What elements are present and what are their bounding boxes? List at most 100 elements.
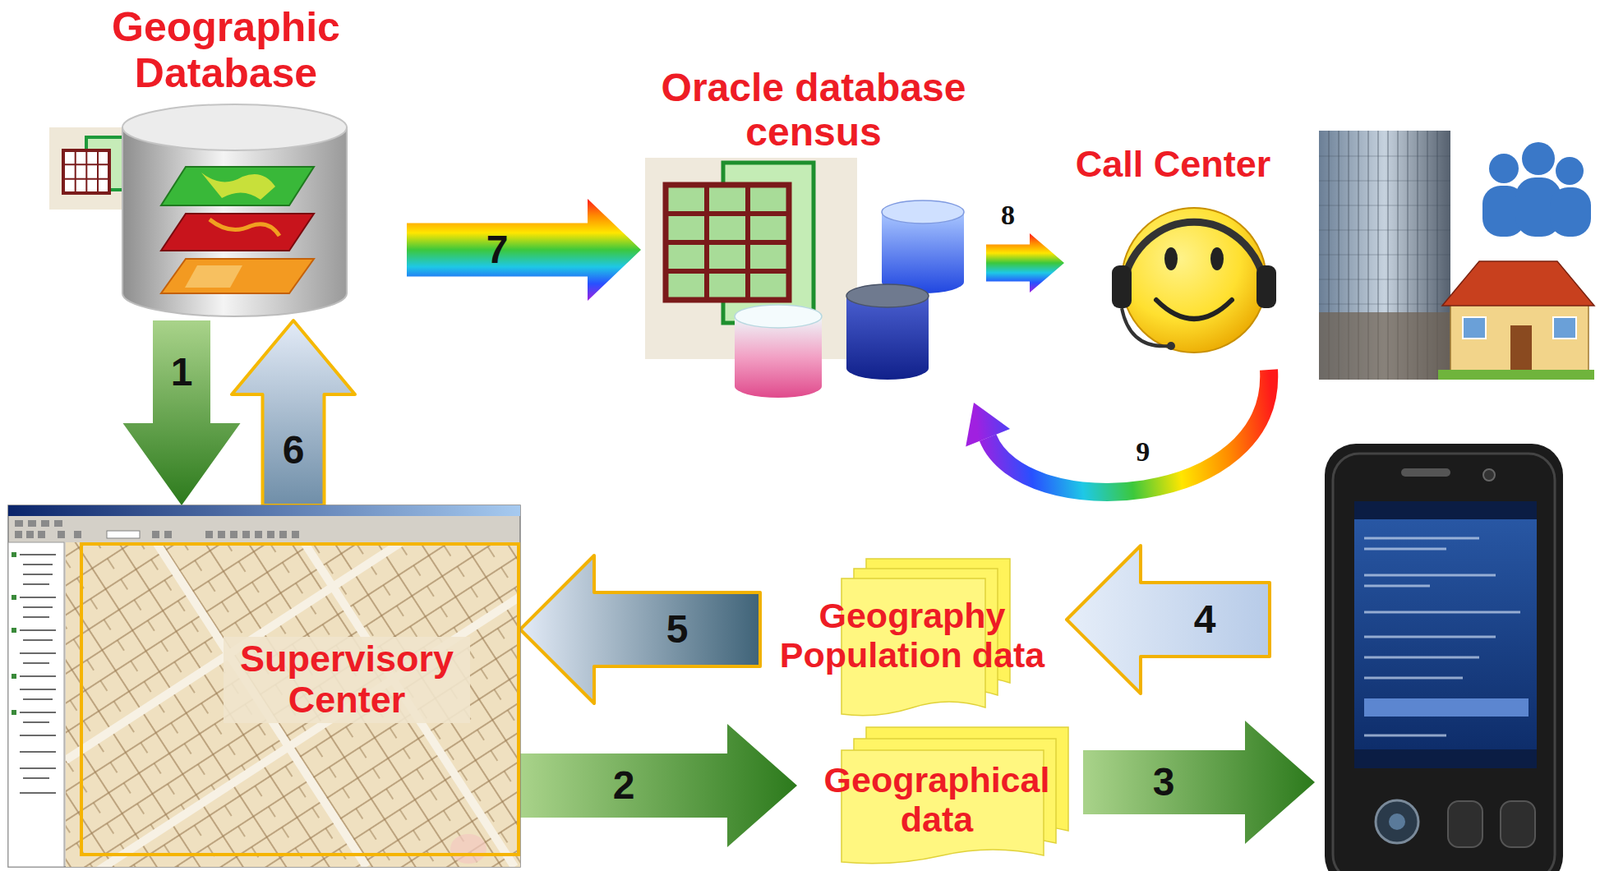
gis-map-screenshot: [57, 530, 65, 539]
mobile-device: [1447, 801, 1483, 848]
census-database-icon: [881, 212, 964, 294]
gis-map-screenshot: [267, 530, 275, 539]
gis-map-screenshot: [11, 627, 17, 633]
smiley-headset-icon: [1166, 341, 1176, 351]
office-tower: [1318, 312, 1451, 380]
callout-number: 4: [1194, 599, 1217, 640]
mobile-device: [1354, 501, 1537, 520]
database-icon: [209, 219, 280, 236]
database-icon: [161, 258, 314, 294]
text-slot: Oracle database census: [645, 65, 983, 155]
text-slot: Geography Population data: [768, 595, 1056, 675]
mobile-device: [1375, 800, 1419, 844]
house: [1442, 261, 1595, 306]
mobile-device: [1388, 813, 1406, 830]
database-icon: [122, 127, 347, 317]
mobile-device: [1364, 698, 1529, 717]
gis-map-screenshot: [41, 520, 50, 527]
flow-arrow: [520, 723, 798, 848]
gis-map-screenshot: [106, 530, 140, 539]
flow-arrow: [520, 555, 761, 704]
callout-number: 1: [170, 352, 194, 392]
database-icon: [63, 150, 110, 194]
node-title: Geographical data: [801, 760, 1073, 840]
flow-arrow: [406, 198, 641, 301]
census-database-icon: [846, 295, 929, 380]
mobile-device: [1324, 443, 1564, 871]
gis-map-screenshot: [152, 530, 160, 539]
arrow-shape: [520, 555, 761, 704]
flow-arrow: [231, 320, 356, 506]
gis-map-screenshot: [65, 596, 521, 867]
arrow-shape: [986, 233, 1065, 293]
smiley-headset-icon: [1210, 247, 1224, 271]
callout-number: 3: [1152, 762, 1176, 803]
gis-map-screenshot: [26, 530, 34, 539]
flow-arrow: [965, 369, 1269, 493]
gis-map-screenshot: [37, 530, 46, 539]
people-silhouette: [1555, 156, 1584, 185]
node-title: Geographic Database: [69, 4, 383, 97]
census-database-node: Oracle database census: [640, 65, 987, 403]
gis-map-screenshot: [11, 673, 17, 679]
arrow-head: [965, 402, 1010, 448]
gis-map-screenshot: [279, 530, 287, 539]
house: [1438, 369, 1595, 380]
gis-map-screenshot: [230, 530, 238, 539]
mobile-device: [1401, 468, 1451, 477]
office-tower: [1318, 156, 1451, 305]
gis-map-screenshot: [65, 542, 521, 761]
node-title: Geography Population data: [768, 595, 1056, 675]
office-tower: [1318, 130, 1451, 380]
smiley-headset-icon: [1164, 247, 1178, 271]
callout-number: 6: [282, 430, 305, 471]
gis-map-screenshot: [291, 530, 300, 539]
gis-map-screenshot: [164, 530, 172, 539]
text-slot: Geographical data: [801, 760, 1073, 840]
gis-map-screenshot: [11, 594, 17, 600]
people-silhouette: [1482, 142, 1591, 237]
text-slot: Geographic Database: [69, 4, 383, 97]
text-slot: Call Center: [1064, 143, 1282, 185]
callout-number: 2: [613, 765, 636, 806]
gis-map-screenshot: [54, 520, 63, 527]
smiley-headset-icon: [1256, 265, 1277, 309]
census-database-icon: [665, 184, 789, 300]
database-icon: [63, 150, 110, 194]
gis-map-screenshot: [65, 542, 521, 867]
gis-map-screenshot: [11, 710, 17, 715]
smiley-headset-icon: [1121, 308, 1170, 346]
flow-arrow: [123, 320, 241, 506]
callout-number: 8: [1000, 201, 1015, 230]
smiley-headset-icon: [1156, 299, 1232, 319]
sync-arrow: [1083, 720, 1315, 844]
database-icon: [122, 104, 347, 151]
gis-map-screenshot: [19, 554, 56, 794]
gis-map-screenshot: [254, 530, 263, 539]
mobile-device: [1354, 501, 1537, 769]
house: [1553, 317, 1577, 339]
callout-number: 7: [486, 230, 509, 270]
database-icon: [184, 265, 243, 288]
database-icon: [161, 166, 314, 206]
node-title: Supervisory Center: [223, 636, 471, 724]
gis-map-screenshot: [205, 530, 213, 539]
gis-map-screenshot: [11, 552, 17, 715]
gis-map-screenshot: [14, 520, 300, 539]
flow-arrow: [986, 233, 1065, 293]
smiley-headset-icon: [1123, 221, 1265, 284]
mobile-device: [1324, 443, 1564, 871]
house: [1450, 302, 1589, 374]
gis-map-screenshot: [8, 505, 521, 517]
census-database-icon: [734, 316, 822, 398]
arrow-shape: [406, 198, 641, 301]
gis-map-screenshot: [217, 530, 226, 539]
callout-number: 5: [666, 609, 689, 650]
smiley-headset-icon: [1121, 207, 1267, 353]
census-database-icon: [734, 304, 822, 328]
census-database-icon: [846, 284, 929, 308]
document-stack: Geography Population data: [760, 558, 1065, 720]
gis-map-screenshot: [8, 505, 521, 867]
document-stack: Geographical data: [797, 727, 1077, 867]
